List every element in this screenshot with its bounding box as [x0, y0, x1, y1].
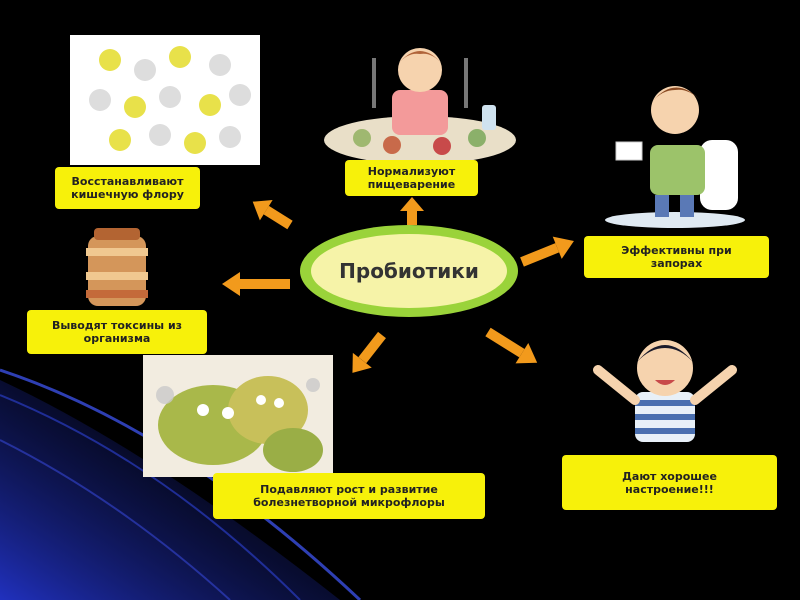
label-toxins-line-1: Выводят токсины из [52, 319, 182, 332]
label-toxins: Выводят токсины из организма [27, 310, 207, 354]
arrow-to-flora [246, 192, 296, 236]
label-toxins-line-2: организма [84, 332, 151, 345]
label-suppress-line-1: Подавляют рост и развитие [260, 483, 438, 496]
center-ellipse: Пробиотики [300, 225, 518, 317]
probiotic-food-jar-picture [82, 228, 152, 310]
smiling-microbes-picture [70, 35, 260, 165]
arrow-to-toxins [222, 272, 290, 296]
arrow-to-digestion [400, 197, 424, 225]
label-digestion: Нормализуют пищеварение [345, 160, 478, 196]
center-title: Пробиотики [311, 234, 507, 308]
boy-eating-at-table-picture [322, 30, 518, 165]
label-mood-line-2: настроение!!! [625, 483, 714, 496]
label-mood: Дают хорошее настроение!!! [562, 455, 777, 510]
label-constipation-line-1: Эффективны при [621, 244, 731, 257]
label-constipation: Эффективны при запорах [584, 236, 769, 278]
happy-boy-picture [580, 330, 750, 445]
label-mood-line-1: Дают хорошее [622, 470, 717, 483]
label-suppress-line-2: болезнетворной микрофлоры [253, 496, 445, 509]
label-restore-flora: Восстанавливают кишечную флору [55, 167, 200, 209]
arrow-to-suppress [343, 328, 391, 381]
label-digestion-line-2: пищеварение [368, 178, 455, 191]
label-restore-flora-line-2: кишечную флору [71, 188, 184, 201]
label-restore-flora-line-1: Восстанавливают [72, 175, 184, 188]
boy-on-toilet-picture [600, 70, 750, 230]
label-constipation-line-2: запорах [651, 257, 702, 270]
label-digestion-line-1: Нормализуют [368, 165, 455, 178]
label-suppress: Подавляют рост и развитие болезнетворной… [213, 473, 485, 519]
arrow-to-constipation [518, 230, 579, 273]
arrow-to-mood [482, 322, 544, 373]
pathogenic-germs-picture [143, 355, 333, 477]
